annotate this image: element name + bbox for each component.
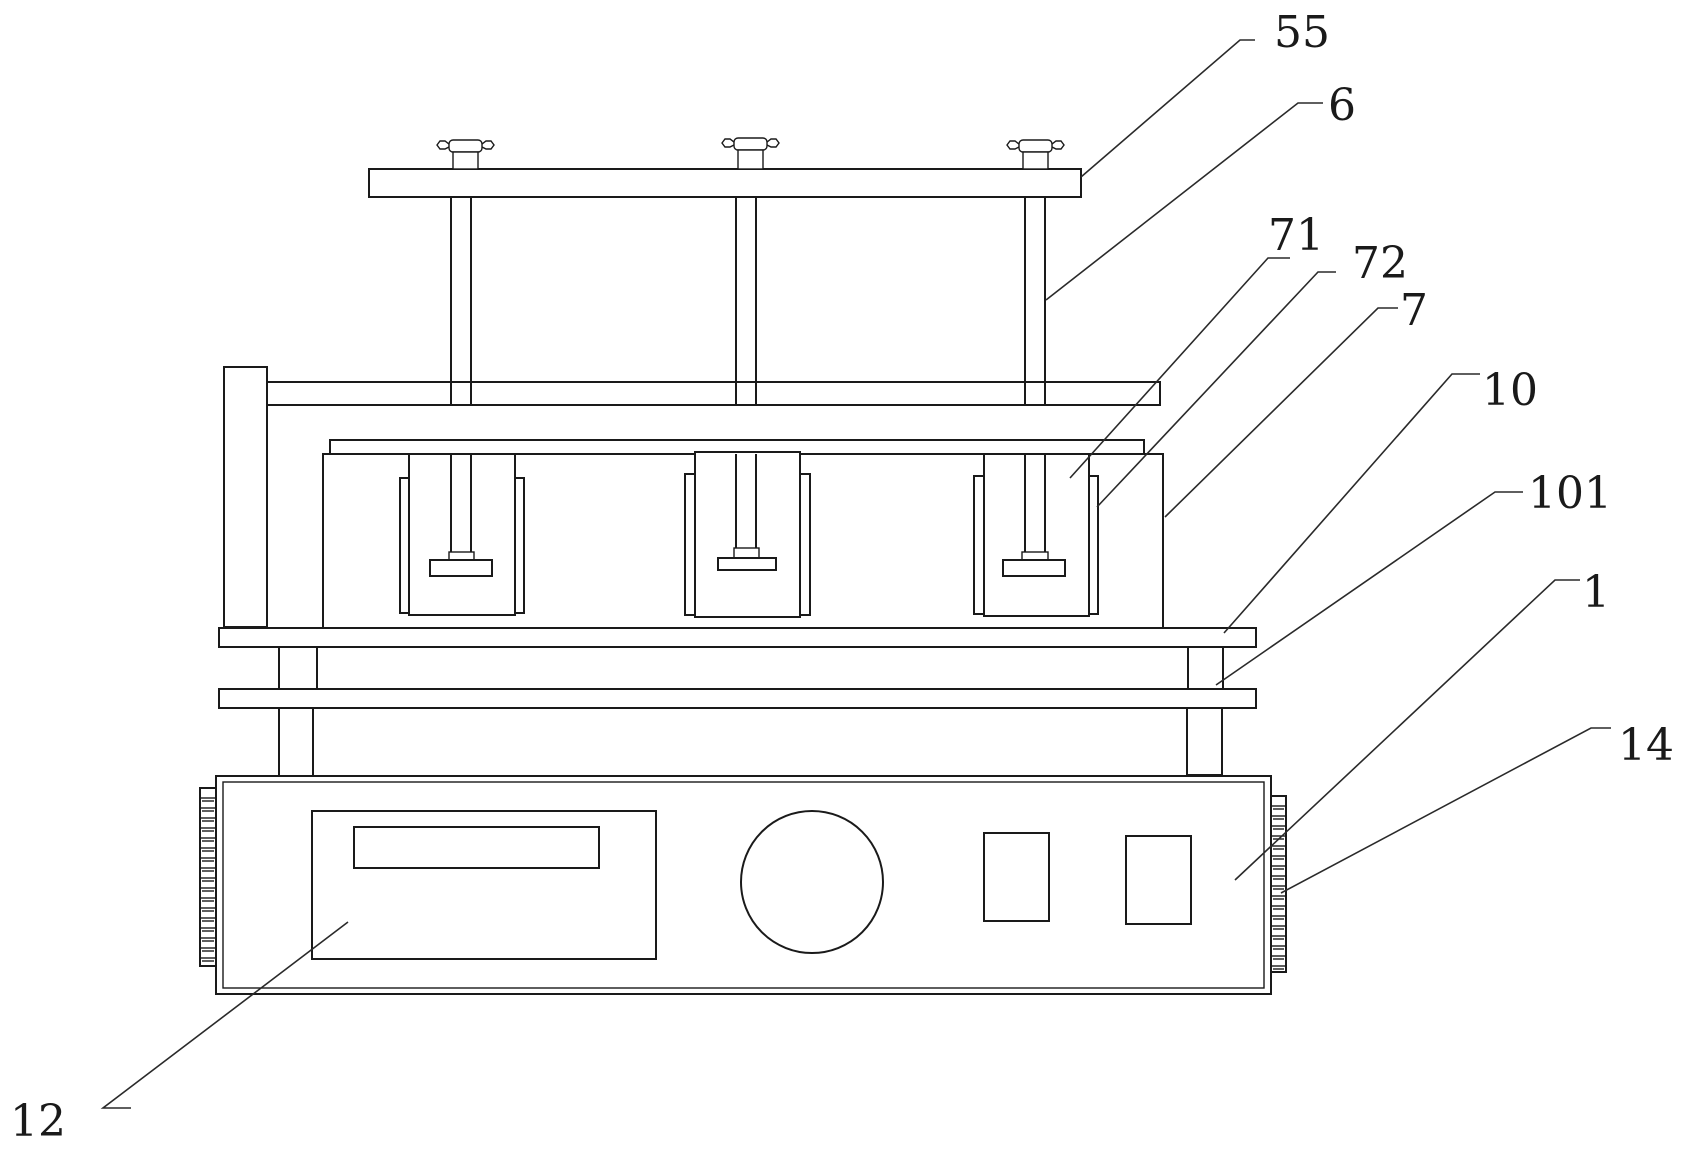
spacer-block-101 xyxy=(1187,646,1224,690)
platform-lower xyxy=(218,688,1257,709)
numeral-10: 10 xyxy=(1482,365,1538,416)
top-plate-assembly xyxy=(368,137,1082,198)
frame-post-and-crossbar xyxy=(223,366,1161,628)
cup-left xyxy=(399,453,525,616)
platform-upper xyxy=(218,627,1257,648)
numeral-14: 14 xyxy=(1618,720,1674,771)
spacer-block-lower xyxy=(1186,707,1223,776)
numeral-71: 71 xyxy=(1268,210,1324,261)
switch-right xyxy=(1125,835,1192,925)
knob-middle xyxy=(721,137,780,170)
platform-assembly xyxy=(218,627,1257,776)
left-post xyxy=(223,366,268,628)
numeral-101: 101 xyxy=(1528,468,1612,519)
top-plate xyxy=(368,168,1082,198)
numeral-72: 72 xyxy=(1352,238,1408,289)
knob-left xyxy=(436,139,495,170)
numeral-1: 1 xyxy=(1582,567,1610,618)
cup-middle xyxy=(684,451,811,618)
numeral-6: 6 xyxy=(1328,80,1356,131)
numeral-12: 12 xyxy=(10,1096,66,1147)
side-grille-right xyxy=(1270,795,1287,973)
numeral-7: 7 xyxy=(1400,285,1428,336)
cup-right xyxy=(973,453,1099,617)
crossbar xyxy=(266,381,1161,406)
switch-left xyxy=(983,832,1050,922)
leader-lines xyxy=(100,39,1611,1109)
display-window xyxy=(353,826,600,869)
side-grille-left xyxy=(199,787,217,967)
vertical-rods xyxy=(450,197,1046,382)
knob-right xyxy=(1006,139,1065,170)
base-housing xyxy=(215,775,1272,995)
numeral-55: 55 xyxy=(1274,7,1330,58)
control-dial xyxy=(740,810,884,954)
reference-numerals: 55 6 71 72 7 10 101 1 14 12 xyxy=(10,7,1674,1147)
